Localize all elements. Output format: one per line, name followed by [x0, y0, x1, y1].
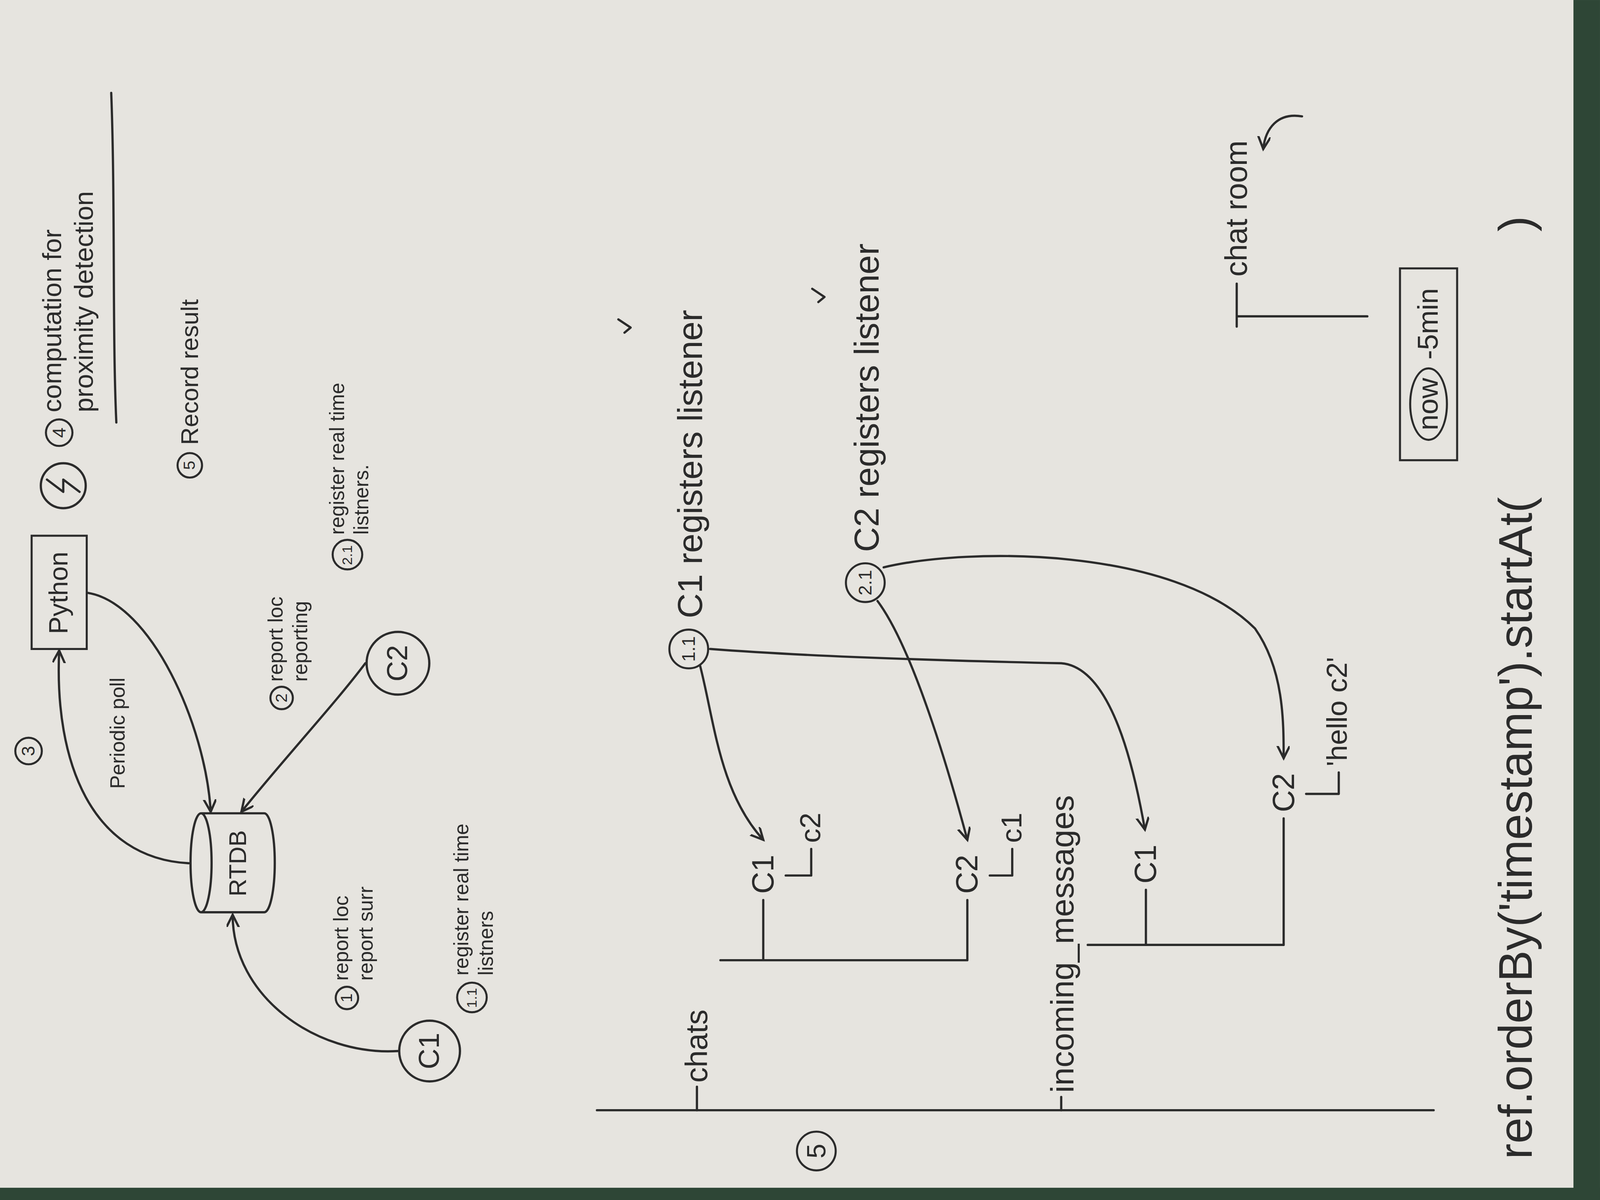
node-text: C1	[412, 1032, 447, 1070]
lightning-symbol	[46, 479, 80, 493]
callout-number: 4	[44, 418, 74, 447]
callout-number: 2	[269, 685, 295, 711]
flow-arrow	[58, 650, 189, 864]
lightning-symbol	[40, 463, 86, 508]
tree-branch	[720, 900, 968, 961]
listener-arrow	[700, 665, 764, 841]
step-note: report loc report surr	[328, 860, 378, 981]
tick-mark	[812, 288, 825, 302]
node-text: Python	[43, 551, 75, 635]
table-edge	[0, 1187, 1600, 1200]
tree-key: C2	[1265, 773, 1303, 813]
callout-number: 1.1	[668, 628, 710, 670]
callout-number: 5	[176, 451, 204, 479]
listener-arrow	[883, 555, 1284, 758]
circle-outline	[399, 1020, 460, 1082]
tick-mark	[618, 319, 631, 333]
flow-arrow	[87, 592, 211, 812]
underline	[111, 92, 117, 423]
pointer-arrow	[1263, 115, 1302, 150]
callout-number: 3	[14, 736, 43, 766]
tree-key: chats	[678, 1009, 716, 1083]
step-note: register real time listners.	[324, 340, 374, 535]
tree-branch	[1305, 772, 1339, 795]
tree-key: incoming_messages	[1042, 795, 1083, 1093]
tree-trunk	[596, 1109, 1434, 1112]
note-box: now -5min	[1398, 267, 1458, 462]
code-line: )	[1487, 215, 1545, 232]
tree-key: C2	[948, 854, 986, 895]
listener-arrow	[877, 601, 968, 841]
node-text: RTDB	[223, 830, 253, 897]
tree-branch	[1059, 1096, 1063, 1110]
tree-branch	[989, 848, 1013, 876]
tree-note: chat room	[1218, 140, 1256, 277]
flow-arrow	[241, 663, 366, 812]
step-note: register real time listners	[448, 786, 498, 976]
tree-key: c2	[794, 812, 829, 843]
tree-key: C1	[744, 854, 782, 895]
step-note: computation for proximity detection	[36, 136, 101, 413]
tree-branch	[1236, 283, 1368, 327]
code-line: ref.orderBy('timestamp').startAt(	[1487, 497, 1545, 1160]
tree-branch	[695, 1086, 699, 1111]
step-note: report loc reporting	[263, 561, 312, 682]
tree-key: c1	[994, 812, 1029, 843]
database-cylinder: RTDB	[188, 811, 277, 916]
process-box: Python	[30, 535, 88, 651]
tree-branch	[1087, 818, 1284, 945]
node-text: -5min	[1411, 288, 1446, 360]
step-note: Record result	[175, 299, 205, 445]
client-circle: C1	[398, 1019, 462, 1083]
node-text: C2	[380, 644, 416, 682]
callout-number: 1	[334, 985, 360, 1011]
step-note: C2 registers listener	[846, 243, 888, 552]
step-note: C1 registers listener	[669, 309, 712, 619]
tree-branch	[785, 848, 812, 876]
cylinder-outline	[190, 813, 275, 913]
callout-number: 2.1	[844, 562, 886, 604]
tree-value: 'hello c2'	[1320, 656, 1355, 767]
tree-key: C1	[1127, 844, 1165, 884]
circle-outline	[366, 631, 430, 695]
node-text: now	[1409, 367, 1449, 441]
table-edge	[1573, 0, 1600, 1200]
edge-label: Periodic poll	[105, 674, 130, 793]
client-circle: C2	[365, 630, 431, 697]
callout-number: 5	[796, 1130, 837, 1172]
